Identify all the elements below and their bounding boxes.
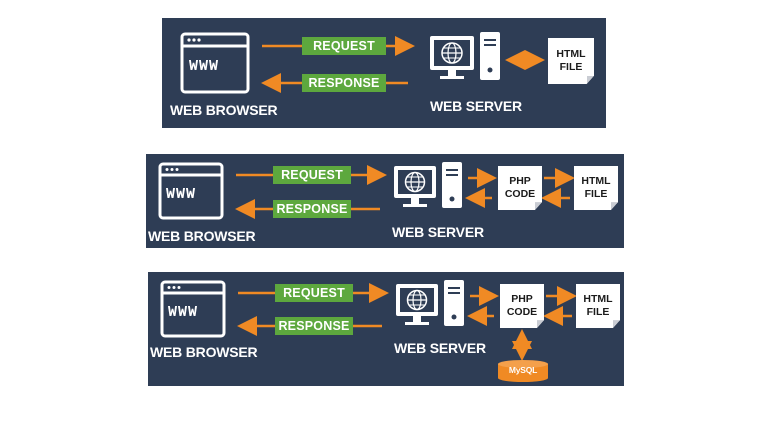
html-file-line-1: HTML [583,293,613,305]
diagram-static-html: WWW REQUEST RESPONSE WEB BROWSER WEB SER… [162,18,606,128]
web-server-label: WEB SERVER [392,224,484,240]
monitor-globe-icon [394,166,436,207]
diagram-static-html-graphics [180,32,545,94]
server-tower-icon [444,280,464,326]
monitor-globe-icon [430,36,474,79]
response-label: RESPONSE [302,74,386,92]
browser-www-text: WWW [168,304,199,321]
browser-window-icon [158,162,224,220]
mysql-label: MySQL [508,365,538,375]
php-code-line-1: PHP [509,175,531,187]
browser-www-text: WWW [189,58,220,75]
web-browser-label: WEB BROWSER [170,102,278,118]
html-file-document-icon: HTML FILE [548,38,594,84]
request-label: REQUEST [275,284,353,302]
diagram-php-mysql-graphics [160,280,577,382]
web-browser-label: WEB BROWSER [150,344,258,360]
php-code-line-2: CODE [504,188,536,200]
html-file-document-icon: HTML FILE [574,166,618,210]
html-file-line-2: FILE [584,188,608,200]
server-tower-icon [442,162,462,208]
request-label: REQUEST [273,166,351,184]
diagram-php-graphics [158,162,575,220]
response-label: RESPONSE [275,317,353,335]
monitor-globe-icon [396,284,438,325]
html-file-line-1: HTML [581,175,611,187]
php-code-line-1: PHP [511,293,533,305]
browser-www-text: WWW [166,186,197,203]
php-code-document-icon: PHP CODE [500,284,544,328]
html-file-line-1: HTML [556,48,586,60]
database-icon [498,360,548,382]
diagram-php: WWW REQUEST RESPONSE WEB BROWSER WEB SER… [146,154,624,248]
html-file-line-2: FILE [586,306,610,318]
php-code-line-2: CODE [506,306,538,318]
web-server-label: WEB SERVER [394,340,486,356]
response-label: RESPONSE [273,200,351,218]
web-browser-label: WEB BROWSER [148,228,256,244]
diagram-php-mysql: WWW REQUEST RESPONSE WEB BROWSER WEB SER… [148,272,624,386]
browser-window-icon [180,32,250,94]
php-code-document-icon: PHP CODE [498,166,542,210]
server-tower-icon [480,32,500,80]
browser-window-icon [160,280,226,338]
html-file-line-2: FILE [559,61,583,73]
html-file-document-icon: HTML FILE [576,284,620,328]
request-label: REQUEST [302,37,386,55]
web-server-label: WEB SERVER [430,98,522,114]
